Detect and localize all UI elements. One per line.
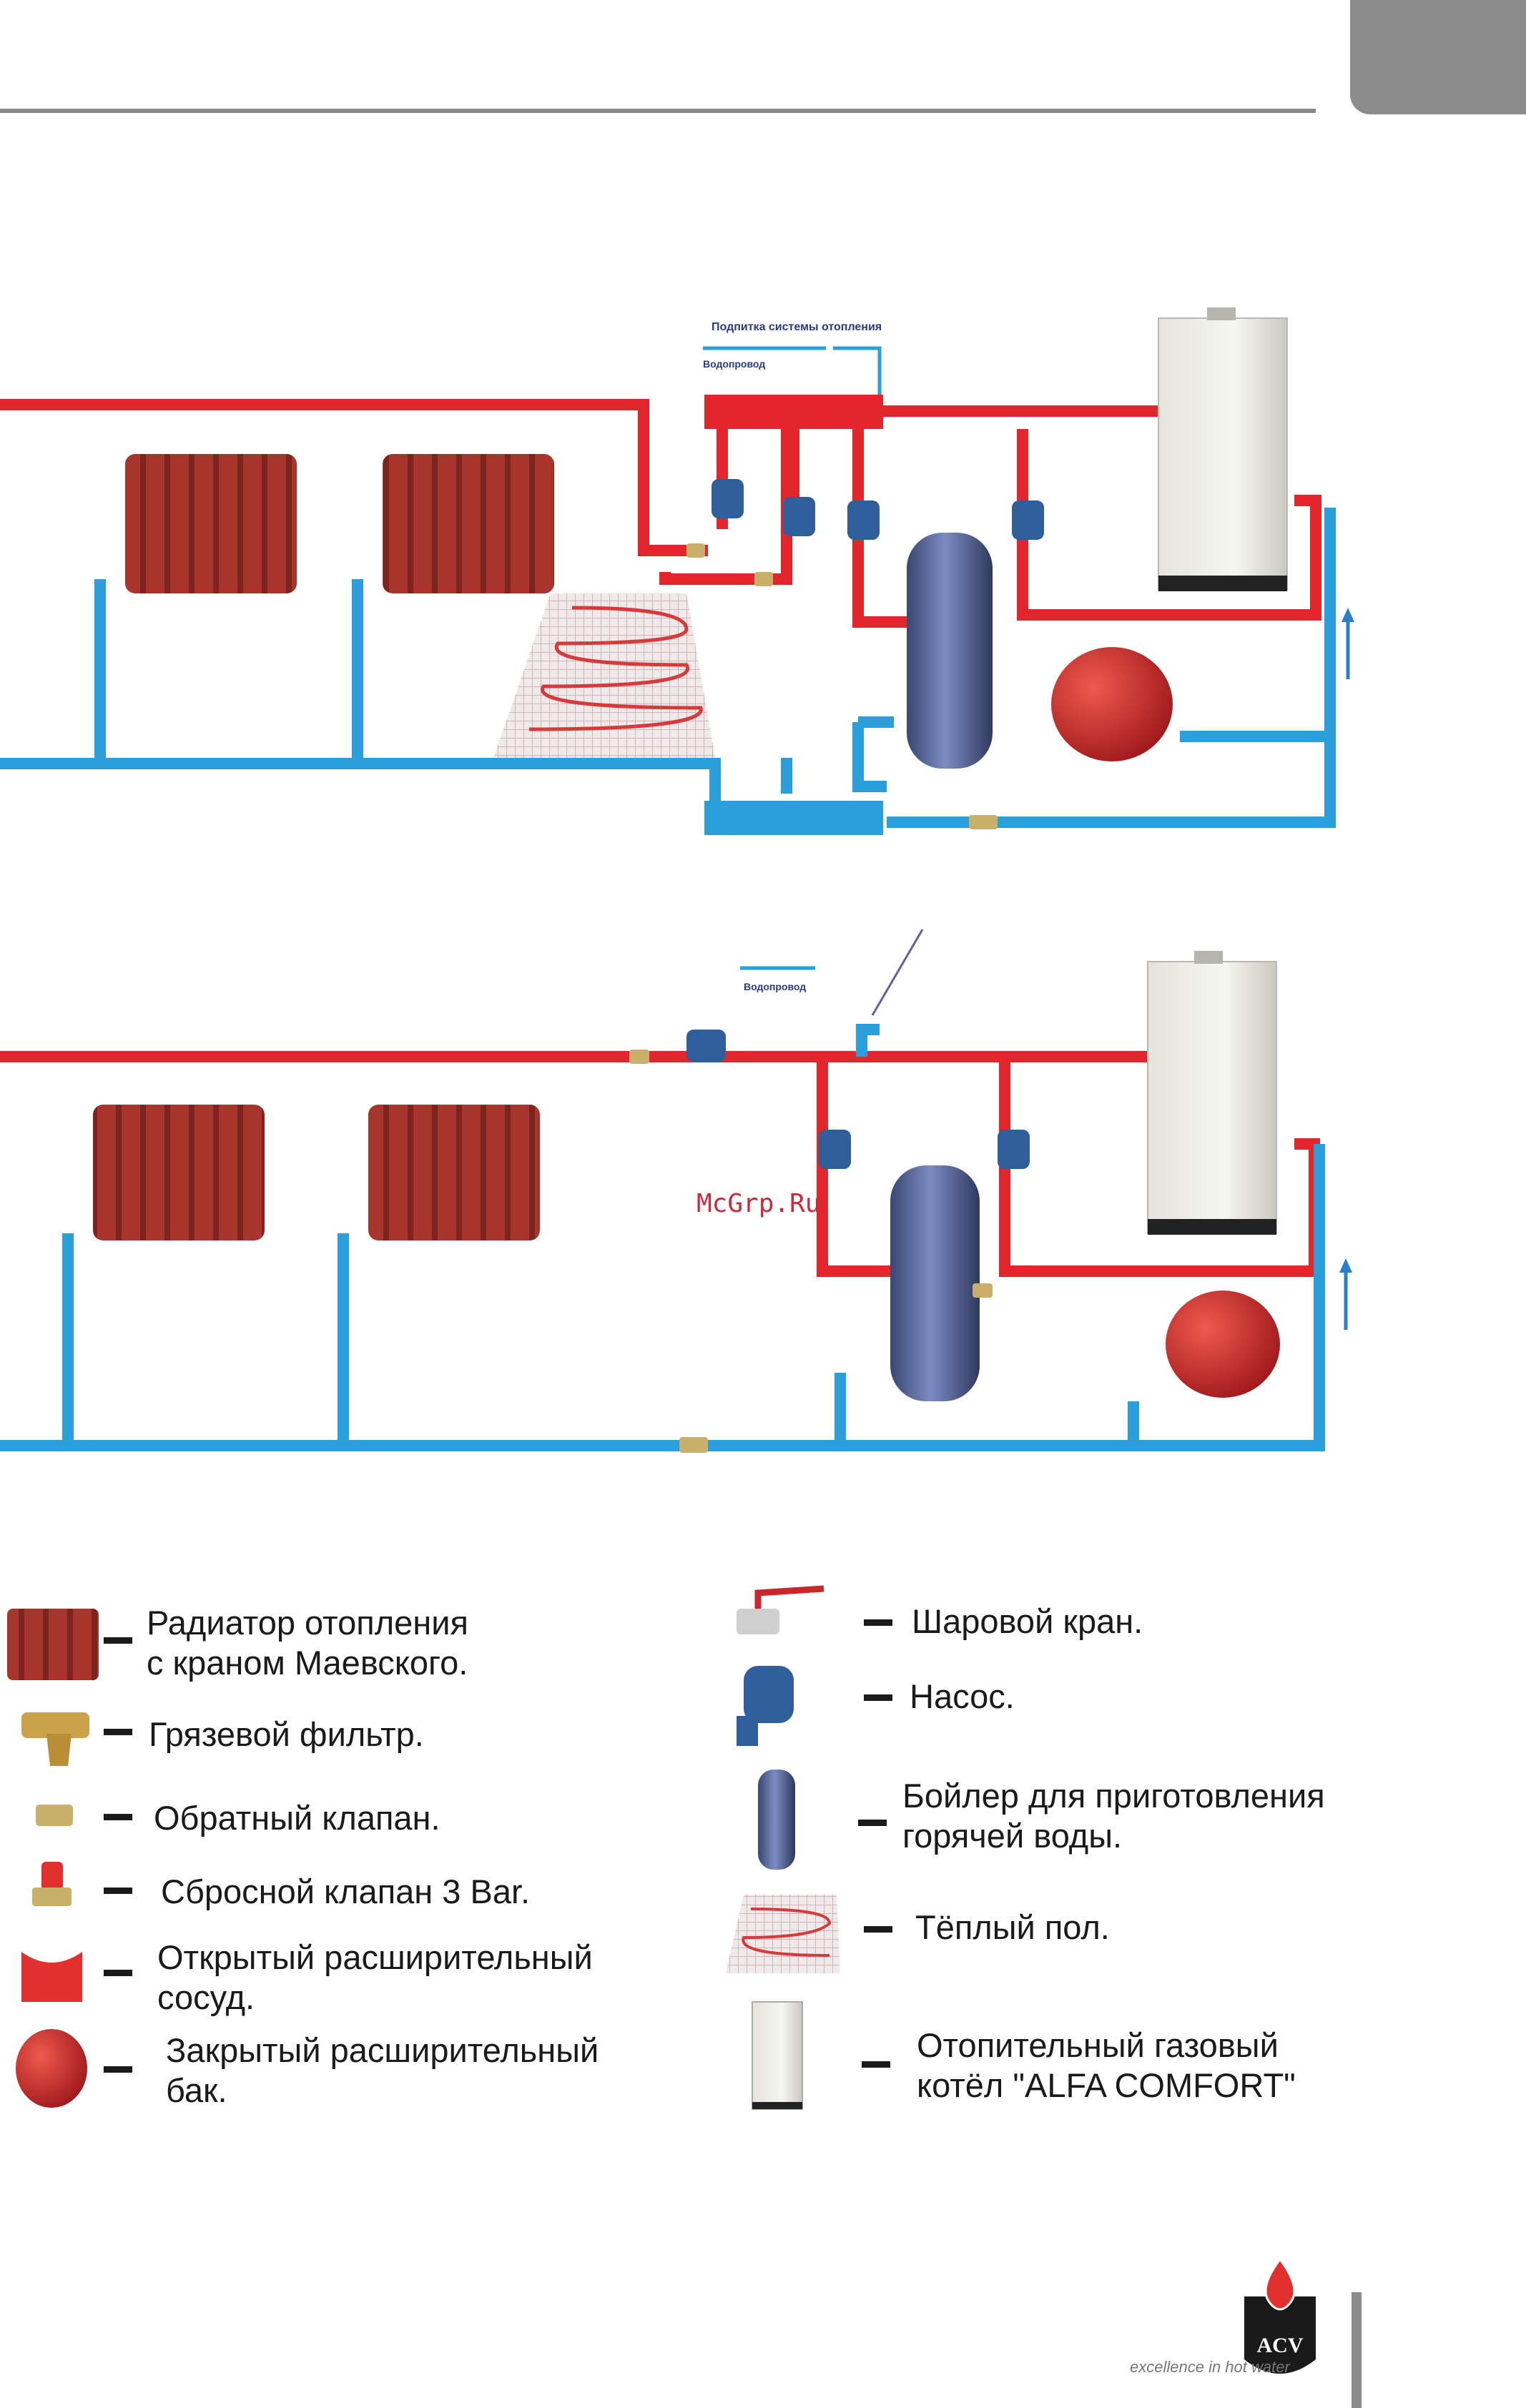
radiator — [383, 454, 554, 593]
radiator-icon — [7, 1609, 99, 1680]
water-label: Водопровод — [744, 981, 806, 992]
legend-boiler-tank-label: Бойлер для приготовления горячей воды. — [902, 1777, 1325, 1855]
cold-pipes — [0, 508, 1336, 828]
check-valve-icon — [36, 1805, 73, 1826]
closed-expansion-tank — [1166, 1291, 1280, 1398]
return-manifold — [704, 801, 883, 835]
hot-water-tank — [890, 1165, 980, 1401]
acv-logo: ACV — [1244, 2257, 1316, 2374]
diagram-2: Водопровод McGrp.Ru — [0, 929, 1352, 1453]
header-rule — [0, 109, 1316, 113]
pump-icon — [737, 1666, 794, 1746]
check-valves — [686, 543, 998, 829]
legend-radiator-label: Радиатор отопления с краном Маевского. — [147, 1604, 468, 1682]
legend-gas-boiler-label: Отопительный газовый котёл "ALFA COMFORT… — [917, 2026, 1296, 2104]
corner-tab — [1350, 0, 1526, 114]
watermark: McGrp.Ru — [696, 1189, 820, 1218]
closed-tank-icon — [16, 2029, 87, 2108]
floor-heating-icon — [726, 1895, 840, 1973]
logo-text: ACV — [1257, 2334, 1304, 2357]
legend-pump-label: Насос. — [910, 1677, 1015, 1715]
closed-expansion-tank — [1051, 647, 1173, 761]
legend-strainer-label: Грязевой фильтр. — [149, 1715, 424, 1753]
water-label: Водопровод — [703, 358, 765, 370]
legend-floor-heating-label: Тёплый пол. — [915, 1908, 1110, 1946]
brand-tagline: excellence in hot water — [1130, 2358, 1290, 2376]
relief-valve-icon — [32, 1862, 72, 1906]
diagram-1: Подпитка системы отопления Водопровод — [0, 307, 1354, 835]
pumps — [712, 479, 1044, 540]
supply-label: Подпитка системы отопления — [712, 321, 882, 333]
floor-heating — [493, 593, 715, 758]
supply-manifold — [704, 395, 883, 429]
ball-valve-icon — [737, 1585, 824, 1634]
radiator — [93, 1105, 265, 1240]
legend-open-tank-label: Открытый расширительный сосуд. — [157, 1938, 593, 2016]
radiator — [125, 454, 297, 593]
legend-relief-valve-label: Сбросной клапан 3 Bar. — [161, 1872, 531, 1910]
check-valves — [629, 1050, 993, 1453]
legend-check-valve-label: Обратный клапан. — [154, 1799, 440, 1837]
strainer-icon — [21, 1712, 89, 1766]
side-bar — [1352, 2292, 1362, 2408]
cold-pipes — [0, 1024, 1325, 1451]
radiator — [368, 1105, 540, 1240]
pumps — [686, 1030, 1030, 1169]
gas-boiler — [1147, 961, 1277, 1234]
legend-ball-valve-label: Шаровой кран. — [912, 1602, 1143, 1640]
legend-icons — [7, 1585, 840, 2110]
gas-boiler — [1158, 317, 1288, 591]
gas-boiler-icon — [752, 2001, 803, 2110]
legend-closed-tank-label: Закрытый расширительный бак. — [166, 2031, 599, 2109]
boiler-tank-icon — [758, 1770, 795, 1870]
hot-water-tank — [907, 533, 993, 769]
open-tank-icon — [21, 1952, 82, 2002]
